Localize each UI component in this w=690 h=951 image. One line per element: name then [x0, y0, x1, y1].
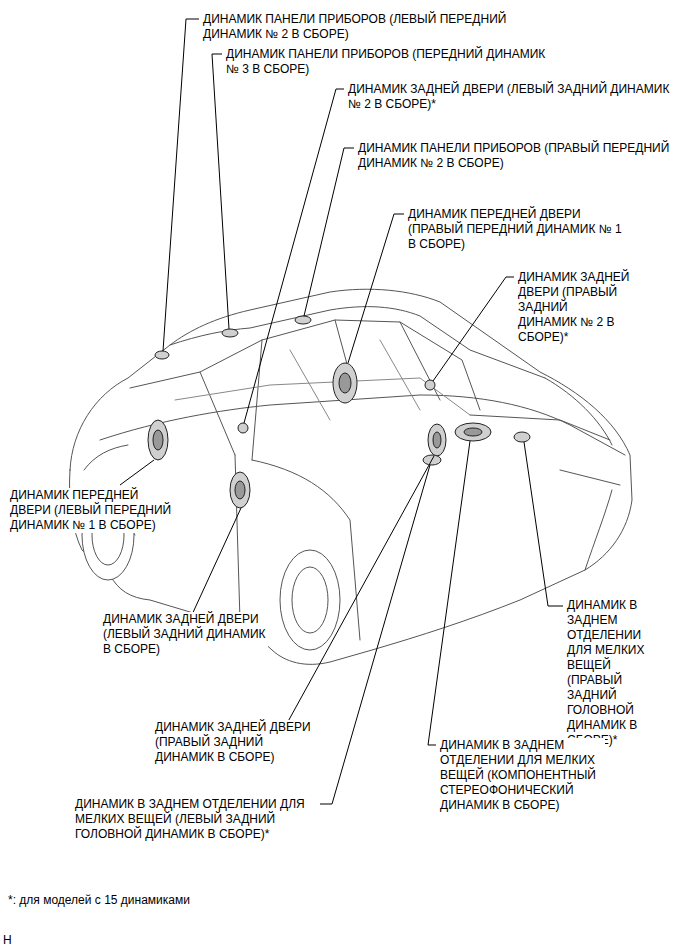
callout-label: ДИНАМИК В ЗАДНЕМ ОТДЕЛЕНИИ ДЛЯ МЕЛКИХ ВЕ… — [75, 797, 320, 842]
callout-label: ДИНАМИК ПЕРЕДНЕЙ ДВЕРИ (ЛЕВЫЙ ПЕРЕДНИЙ Д… — [10, 488, 180, 533]
note-text: *: для моделей с 15 динамиками — [8, 893, 190, 908]
leader-line — [120, 19, 563, 804]
callout-label: ДИНАМИК ЗАДНЕЙ ДВЕРИ (ПРАВЫЙ ЗАДНИЙ ДИНА… — [518, 270, 630, 345]
callout-label: ДИНАМИК ПАНЕЛИ ПРИБОРОВ (ПРАВЫЙ ПЕРЕДНИЙ… — [358, 141, 683, 171]
callout-label: ДИНАМИК ЗАДНЕЙ ДВЕРИ (ПРАВЫЙ ЗАДНИЙ ДИНА… — [155, 720, 320, 765]
callout-label: ДИНАМИК ЗАДНЕЙ ДВЕРИ (ЛЕВЫЙ ЗАДНИЙ ДИНАМ… — [348, 82, 683, 112]
speaker-symbol — [148, 316, 530, 508]
note-text: H — [3, 933, 12, 948]
callout-label: ДИНАМИК В ЗАДНЕМ ОТДЕЛЕНИИ ДЛЯ МЕЛКИХ ВЕ… — [440, 738, 605, 813]
callout-label: ДИНАМИК ПАНЕЛИ ПРИБОРОВ (ПЕРЕДНИЙ ДИНАМИ… — [226, 47, 546, 77]
callout-label: ДИНАМИК ПАНЕЛИ ПРИБОРОВ (ЛЕВЫЙ ПЕРЕДНИЙ … — [203, 12, 543, 42]
callout-label: ДИНАМИК ПЕРЕДНЕЙ ДВЕРИ (ПРАВЫЙ ПЕРЕДНИЙ … — [408, 207, 623, 252]
callout-label: ДИНАМИК ЗАДНЕЙ ДВЕРИ (ЛЕВЫЙ ЗАДНИЙ ДИНАМ… — [103, 612, 268, 657]
callout-label: ДИНАМИК В ЗАДНЕМ ОТДЕЛЕНИИ ДЛЯ МЕЛКИХ ВЕ… — [567, 598, 667, 748]
